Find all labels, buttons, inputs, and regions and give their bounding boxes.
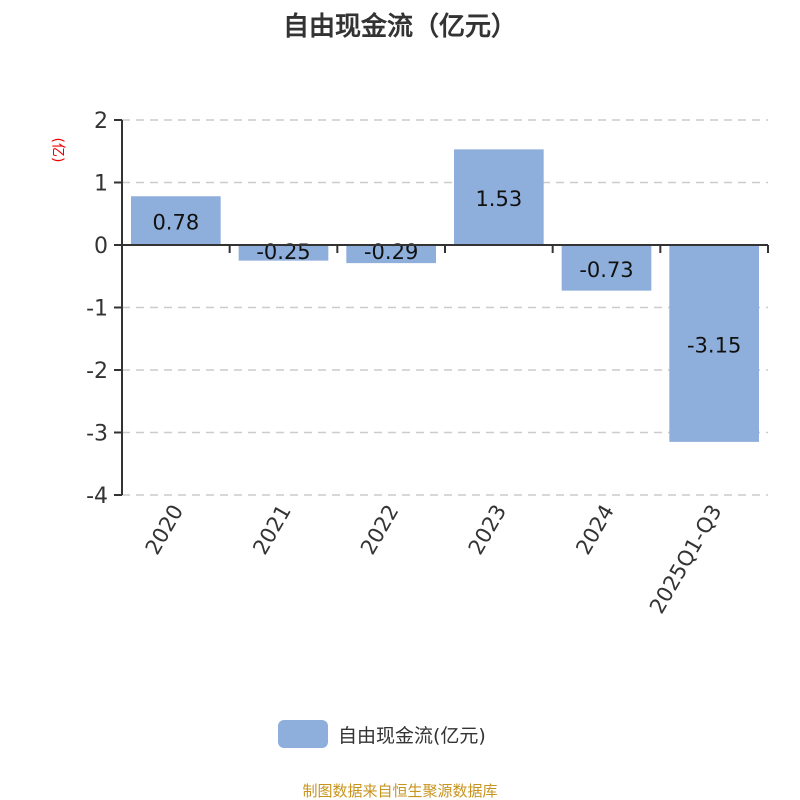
- data-label: -3.15: [687, 333, 741, 357]
- y-tick-label: -4: [86, 484, 108, 509]
- x-tick-label: 2023: [464, 501, 512, 559]
- data-label: -0.25: [256, 240, 310, 264]
- bar: [669, 245, 759, 442]
- y-tick-label: 2: [94, 109, 108, 134]
- y-tick-label: -3: [86, 422, 108, 447]
- legend[interactable]: 自由现金流(亿元): [278, 720, 486, 748]
- data-label: 0.78: [152, 211, 199, 235]
- x-tick-label: 2022: [356, 501, 404, 559]
- x-tick-label: 2024: [571, 501, 619, 559]
- y-tick-label: -1: [86, 297, 108, 322]
- x-tick-label: 2021: [248, 501, 296, 559]
- bar: [238, 245, 329, 261]
- legend-swatch: [278, 720, 328, 748]
- chart-title: 自由现金流（亿元）: [282, 12, 517, 42]
- x-tick-label: 2025Q1-Q3: [645, 501, 727, 618]
- bar: [346, 245, 436, 264]
- y-tick-label: 0: [94, 234, 108, 259]
- bar: [454, 149, 544, 245]
- y-tick-label: 1: [94, 172, 108, 197]
- bar: [131, 196, 221, 245]
- data-label: -0.29: [364, 240, 418, 264]
- source-note: 制图数据来自恒生聚源数据库: [302, 782, 498, 800]
- data-label: -0.73: [579, 258, 633, 282]
- bar: [561, 245, 652, 291]
- y-tick-label: -2: [86, 359, 108, 384]
- data-label: 1.53: [475, 187, 522, 211]
- x-tick-label: 2020: [141, 501, 189, 559]
- legend-label: 自由现金流(亿元): [338, 724, 486, 747]
